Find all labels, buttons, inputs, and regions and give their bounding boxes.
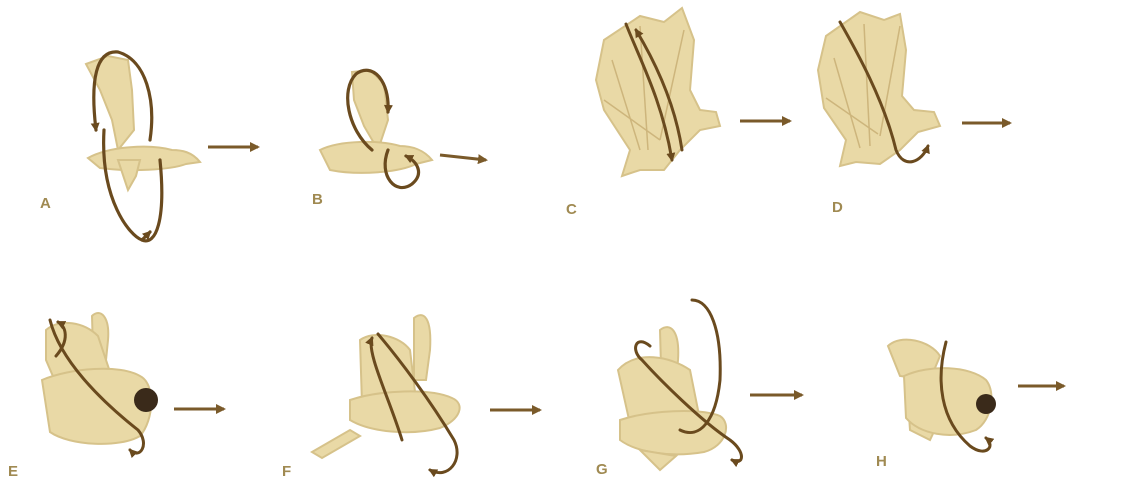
bat-silhouette [596, 8, 720, 176]
insect-silhouette [42, 313, 151, 444]
panel-label: F [282, 463, 291, 480]
panel-h: H [876, 340, 1064, 470]
insect-eye [976, 394, 996, 414]
panel-label: H [876, 453, 887, 470]
insect-silhouette [888, 340, 991, 440]
bird-silhouette [320, 70, 432, 173]
panel-a: A [40, 52, 258, 241]
panel-d: D [818, 12, 1010, 216]
bat-silhouette [818, 12, 940, 166]
panel-g: G [596, 300, 802, 478]
panel-label: A [40, 195, 51, 212]
panel-c: C [566, 8, 790, 218]
insect-silhouette [312, 315, 460, 458]
panel-b: B [312, 70, 486, 208]
panel-label: E [8, 463, 18, 480]
panel-e: E [8, 313, 224, 480]
panel-label: D [832, 199, 843, 216]
insect-eye [134, 388, 158, 412]
flight-direction-arrow [440, 155, 486, 160]
panel-label: C [566, 201, 577, 218]
panel-label: G [596, 461, 608, 478]
panel-f: F [282, 315, 540, 480]
panel-label: B [312, 191, 323, 208]
